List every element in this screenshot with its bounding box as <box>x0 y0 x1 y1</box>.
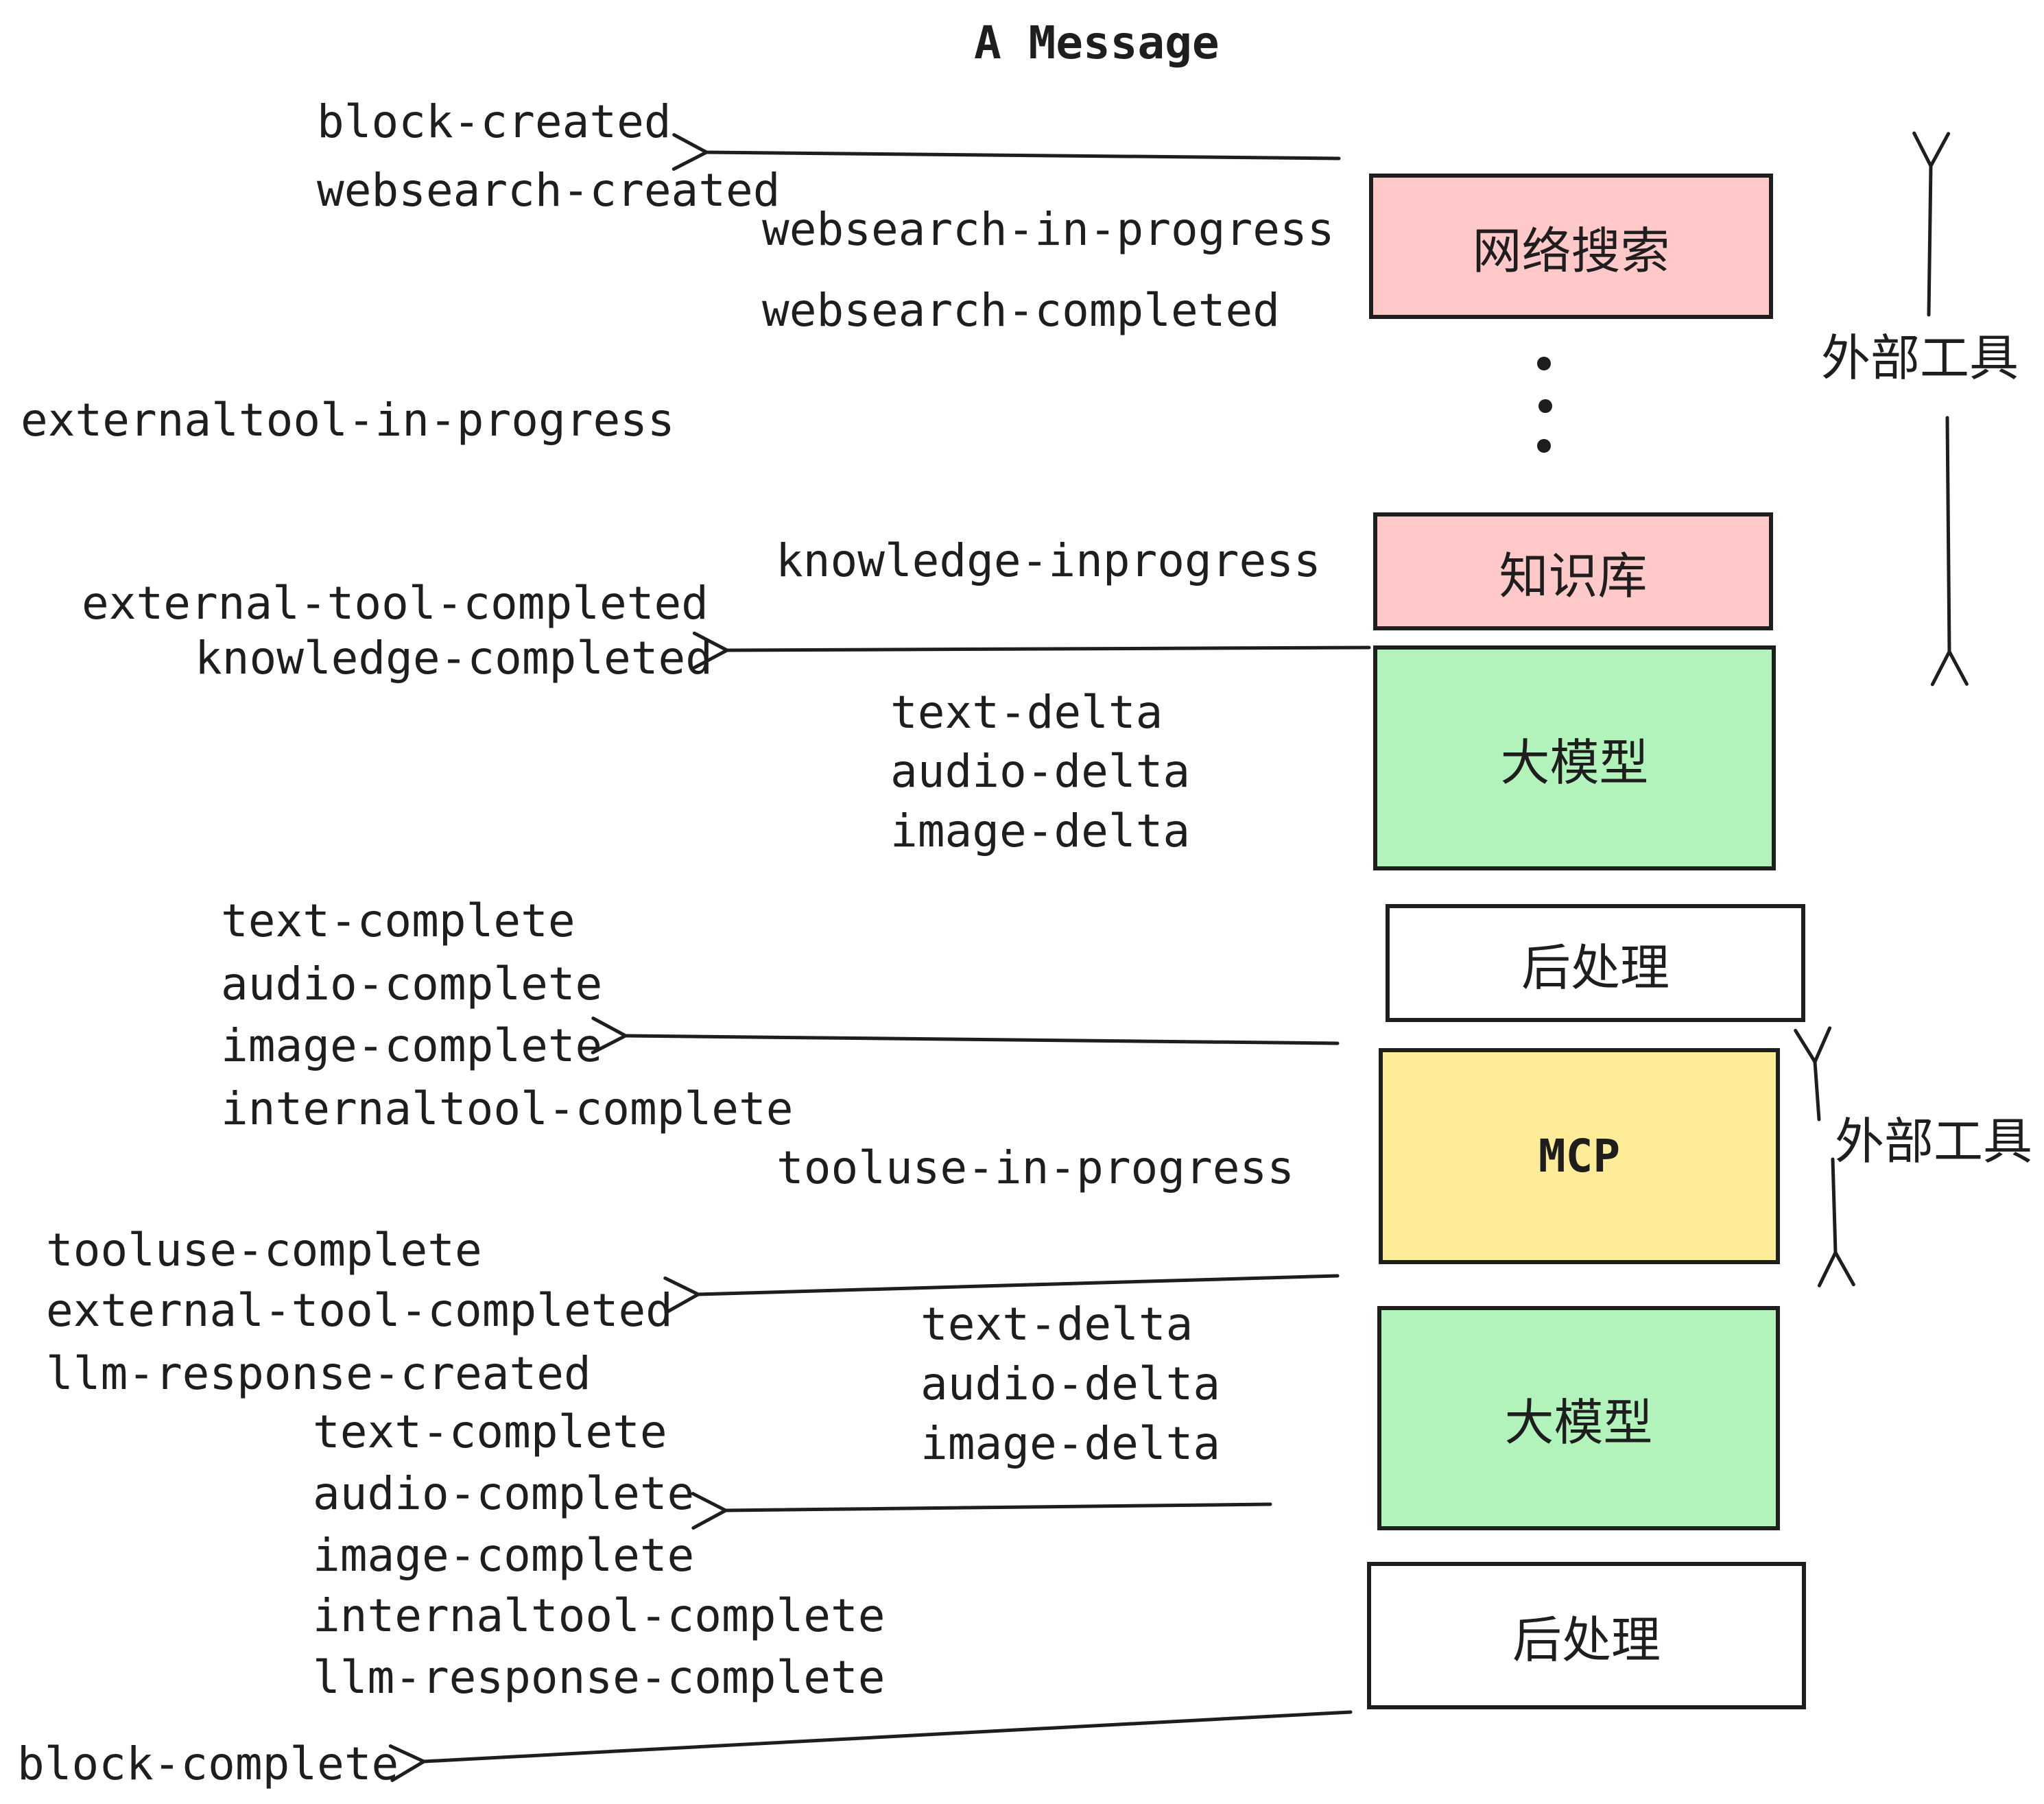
arrow-external-tools-mcp-down <box>1833 1157 1835 1253</box>
event-externaltool-in-progress: externaltool-in-progress <box>21 394 675 447</box>
arrow-external-tools-up <box>1929 166 1931 317</box>
annotation-external-tools-top: 外部工具 <box>1821 331 2019 386</box>
box-websearch: 网络搜索 <box>1369 174 1773 319</box>
box-postprocess-1-label: 后处理 <box>1521 940 1669 996</box>
box-knowledge: 知识库 <box>1373 512 1773 630</box>
arrow-tooluse-complete <box>698 1274 1340 1294</box>
event-websearch-in-progress: websearch-in-progress <box>762 203 1335 256</box>
event-websearch-completed: websearch-completed <box>762 284 1280 337</box>
event-text-complete-2: text-complete <box>313 1405 667 1458</box>
arrow-block-created <box>706 152 1341 158</box>
event-text-delta-2: text-delta <box>920 1298 1193 1351</box>
event-audio-delta-1: audio-delta <box>890 745 1191 798</box>
event-image-complete-1: image-complete <box>221 1019 603 1072</box>
event-text-delta-1: text-delta <box>890 686 1163 739</box>
event-image-complete-2: image-complete <box>313 1529 695 1582</box>
arrow-external-tools-down <box>1947 416 1949 652</box>
event-llm-response-complete: llm-response-complete <box>313 1651 886 1704</box>
arrow-block-complete <box>424 1710 1353 1761</box>
ellipsis-dot <box>1537 439 1551 453</box>
event-block-complete: block-complete <box>17 1737 399 1790</box>
box-llm-2: 大模型 <box>1377 1306 1780 1530</box>
event-image-delta-1: image-delta <box>890 805 1191 857</box>
event-internaltool-complete-2: internaltool-complete <box>313 1589 886 1642</box>
box-postprocess-1: 后处理 <box>1386 904 1805 1022</box>
ellipsis-dot <box>1537 357 1551 370</box>
event-external-tool-completed: external-tool-completed <box>82 577 709 630</box>
box-mcp: MCP <box>1379 1048 1780 1264</box>
event-image-delta-2: image-delta <box>920 1417 1221 1470</box>
event-websearch-created: websearch-created <box>317 164 781 217</box>
event-tooluse-complete: tooluse-complete <box>46 1224 482 1277</box>
diagram-title: A Message <box>974 16 1220 69</box>
arrow-external-tools-mcp-up <box>1815 1062 1819 1121</box>
event-tooluse-in-progress: tooluse-in-progress <box>776 1141 1294 1194</box>
box-websearch-label: 网络搜索 <box>1472 224 1670 279</box>
event-audio-complete-1: audio-complete <box>221 958 603 1010</box>
event-knowledge-completed: knowledge-completed <box>195 632 713 685</box>
box-llm-2-label: 大模型 <box>1504 1396 1653 1451</box>
box-knowledge-label: 知识库 <box>1499 549 1648 604</box>
annotation-external-tools-mcp: 外部工具 <box>1835 1115 2033 1170</box>
arrow-knowledge-completed <box>727 648 1371 650</box>
ellipsis-dot <box>1538 399 1552 413</box>
box-mcp-label: MCP <box>1538 1130 1621 1183</box>
event-audio-delta-2: audio-delta <box>920 1357 1221 1410</box>
event-block-created: block-created <box>317 95 672 148</box>
box-llm-1: 大模型 <box>1373 645 1776 870</box>
event-external-tool-completed-2: external-tool-completed <box>46 1284 673 1337</box>
box-llm-1-label: 大模型 <box>1500 735 1649 791</box>
event-text-complete-1: text-complete <box>221 894 575 947</box>
event-internaltool-complete-1: internaltool-complete <box>221 1082 794 1135</box>
event-audio-complete-2: audio-complete <box>313 1467 695 1520</box>
arrow-image-complete <box>626 1036 1340 1043</box>
event-knowledge-inprogress: knowledge-inprogress <box>776 534 1321 587</box>
box-postprocess-2-label: 后处理 <box>1512 1613 1661 1668</box>
arrow-audio-complete <box>726 1504 1272 1510</box>
event-llm-response-created: llm-response-created <box>46 1347 591 1400</box>
box-postprocess-2: 后处理 <box>1367 1562 1806 1709</box>
